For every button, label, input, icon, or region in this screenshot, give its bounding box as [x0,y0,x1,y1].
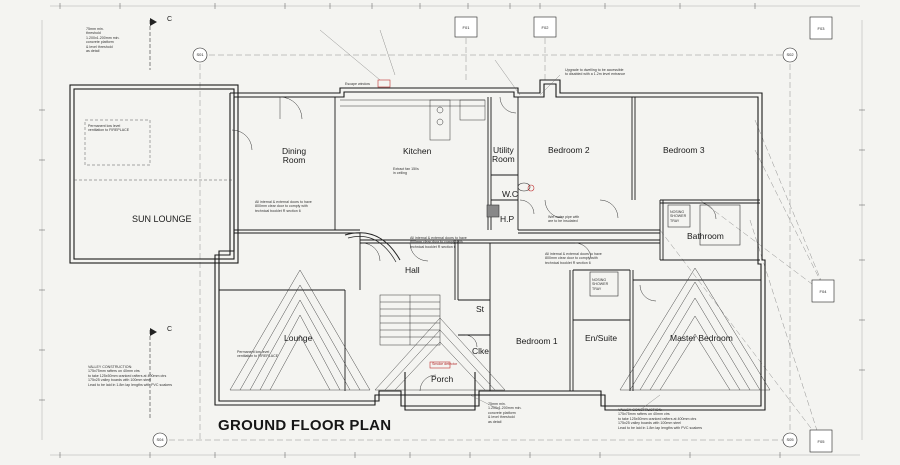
grid-ref-f03: F03 [817,26,825,31]
grid-ref-f02: F02 [541,25,549,30]
room-label-lounge: Lounge [284,333,313,343]
note-valley-left: VALLEY CONSTRUCTION: 175x75mm rafters on… [88,365,173,387]
note-escape-window: Escape window [345,82,370,86]
note-valley-right: VALLEY CONSTRUCTION: 175x75mm rafters on… [618,408,703,430]
note-porch-threshold: 75mm min. 1.200x1.200mm min. concrete pl… [488,402,522,424]
section-marker-bottom: C [167,326,173,333]
room-label-kitchen: Kitchen [403,146,432,156]
room-label-utility-room: Utility Room [492,145,515,164]
grid-ref-s01: S01 [196,52,204,57]
note-hall-doors: All internal & external doors to have 80… [410,236,467,249]
room-label-dining-room: Dining Room [282,146,307,165]
note-bath-shower: NOSING SHOWER TRAY [670,210,687,223]
note-permanent-vent: Permanent low level ventilation to FIREP… [88,124,130,133]
note-sun-lounge-threshold: 75mm min. threshold 1.200x1.200mm min. c… [86,27,120,54]
room-label-bedroom-2: Bedroom 2 [548,145,590,155]
room-label-hp: H.P [500,214,515,224]
room-label-cloak: Clke [472,346,490,356]
note-ensuite-shower: NOSING SHOWER TRAY [592,278,609,291]
room-label-en-suite: En/Suite [585,333,618,343]
note-bedroom-doors: All internal & external doors to have 80… [545,252,602,265]
room-label-sun-lounge: SUN LOUNGE [132,214,192,224]
room-label-master-bedroom: Master Bedroom [670,333,733,343]
room-label-porch: Porch [431,374,454,384]
room-label-bedroom-1: Bedroom 1 [516,336,558,346]
note-utility: Upgrade to dwelling to be accessible to … [565,68,626,77]
room-label-bedroom-3: Bedroom 3 [663,145,705,155]
note-smoke: Smoke detector [432,362,458,366]
note-lounge-vent: Permanent low level ventilation to FIREP… [237,350,279,359]
room-label-hall: Hall [405,265,420,275]
grid-ref-s04: S04 [156,437,164,442]
room-label-wc: W.C [502,189,519,199]
note-extract-fan: Extract fan 15l/s in ceiling [393,167,419,176]
note-doors-fire: All internal & external doors to have 80… [255,200,312,213]
grid-ref-f05: F05 [817,439,825,444]
section-marker-top: C [167,16,173,23]
grid-ref-s02: S02 [786,52,794,57]
room-label-store: St [476,304,485,314]
grid-ref-f04: F04 [819,289,827,294]
drawing-title: GROUND FLOOR PLAN [218,417,392,434]
note-water-heater: Wet water pipe with are to be insulated [548,215,580,224]
grid-ref-s05: S05 [786,437,794,442]
grid-ref-f01: F01 [462,25,470,30]
room-label-bathroom: Bathroom [687,231,724,241]
